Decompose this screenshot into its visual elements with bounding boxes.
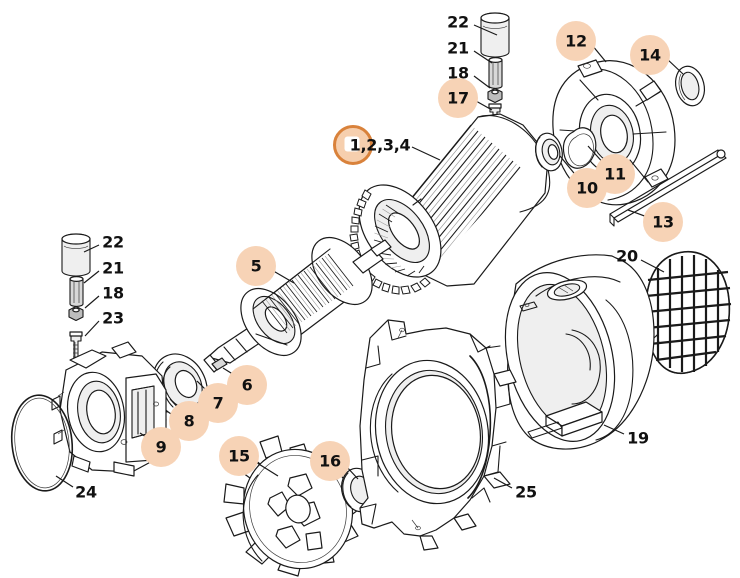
part-label-12: 12: [565, 31, 587, 51]
part-label-22: 22: [102, 232, 124, 252]
part-label-9: 9: [155, 437, 167, 457]
callout-number-mask: [344, 136, 360, 152]
part-label-21: 21: [102, 258, 124, 278]
part-label-1-2-3-4: 1,2,3,4: [349, 135, 411, 155]
part-label-22: 22: [447, 12, 469, 32]
part-14-seal-ring: [674, 65, 706, 107]
part-label-11: 11: [604, 164, 626, 184]
part-label-23: 23: [102, 308, 124, 328]
part-13-bar: [609, 149, 727, 227]
part-label-18: 18: [447, 63, 469, 83]
part-18-left-nut: [68, 305, 84, 322]
part-label-16: 16: [319, 451, 341, 471]
part-label-15: 15: [228, 446, 250, 466]
part-22-left-cap: [61, 233, 91, 277]
part-22-top-cap: [480, 12, 510, 58]
part-21-left-sleeve: [69, 276, 84, 307]
part-6-key: [211, 357, 228, 371]
part-10-bearing: [535, 132, 563, 172]
part-label-5: 5: [250, 256, 262, 276]
part-label-19: 19: [627, 428, 649, 448]
part-24-o-ring: [10, 394, 74, 492]
part-19-motor-cover: [504, 254, 655, 450]
part-label-10: 10: [576, 178, 598, 198]
part-label-6: 6: [241, 375, 253, 395]
part-20-grille: [644, 250, 732, 375]
part-5-rotor: [203, 237, 392, 373]
part-label-8: 8: [183, 411, 195, 431]
part-25-flange: [359, 319, 517, 551]
part-label-24: 24: [75, 482, 97, 502]
part-label-7: 7: [212, 393, 224, 413]
part-label-20: 20: [616, 246, 638, 266]
part-1234-stator: [349, 113, 551, 295]
part-18-top-nut: [487, 87, 503, 104]
part-label-21: 21: [447, 38, 469, 58]
part-label-18: 18: [102, 283, 124, 303]
part-label-17: 17: [447, 88, 469, 108]
part-21-top-sleeve: [488, 56, 503, 89]
part-label-13: 13: [652, 212, 674, 232]
part-label-25: 25: [515, 482, 537, 502]
part-label-14: 14: [639, 45, 661, 65]
